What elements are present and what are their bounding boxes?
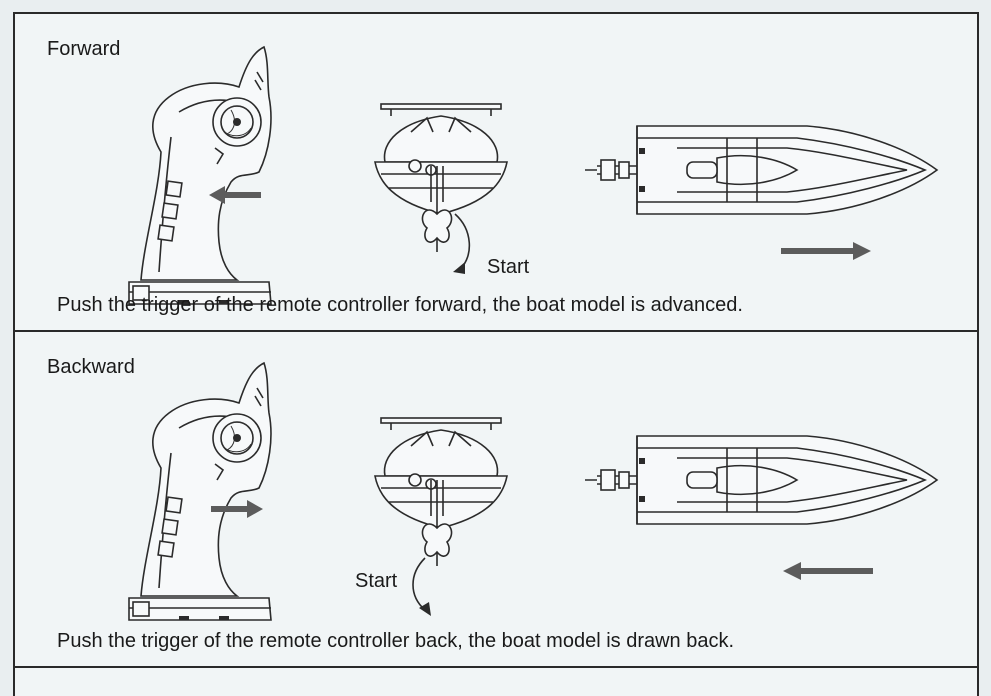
- boat-top-view-icon: [584, 435, 938, 525]
- forward-panel: Forward Start Push the trigger of the re…: [13, 12, 979, 332]
- forward-caption: Push the trigger of the remote controlle…: [57, 294, 743, 316]
- backward-caption: Push the trigger of the remote controlle…: [57, 630, 735, 652]
- backward-start-label: Start: [355, 570, 398, 592]
- rotation-arrow-icon: [453, 213, 471, 274]
- direction-arrow-icon: [781, 242, 871, 260]
- forward-start-label: Start: [487, 256, 530, 278]
- backward-heading: Backward: [47, 356, 135, 378]
- direction-arrow-icon: [783, 562, 873, 580]
- remote-controller-icon: [128, 46, 272, 305]
- boat-rear-view-icon: [374, 417, 508, 567]
- direction-arrow-icon: [209, 186, 261, 204]
- boat-top-view-icon: [584, 125, 938, 215]
- forward-heading: Forward: [47, 38, 121, 60]
- rotation-arrow-icon: [412, 557, 431, 616]
- next-panel: [13, 666, 979, 696]
- direction-arrow-icon: [211, 500, 263, 518]
- remote-controller-icon: [128, 362, 272, 621]
- backward-panel: Backward Start Push the trigger of the r…: [13, 330, 979, 668]
